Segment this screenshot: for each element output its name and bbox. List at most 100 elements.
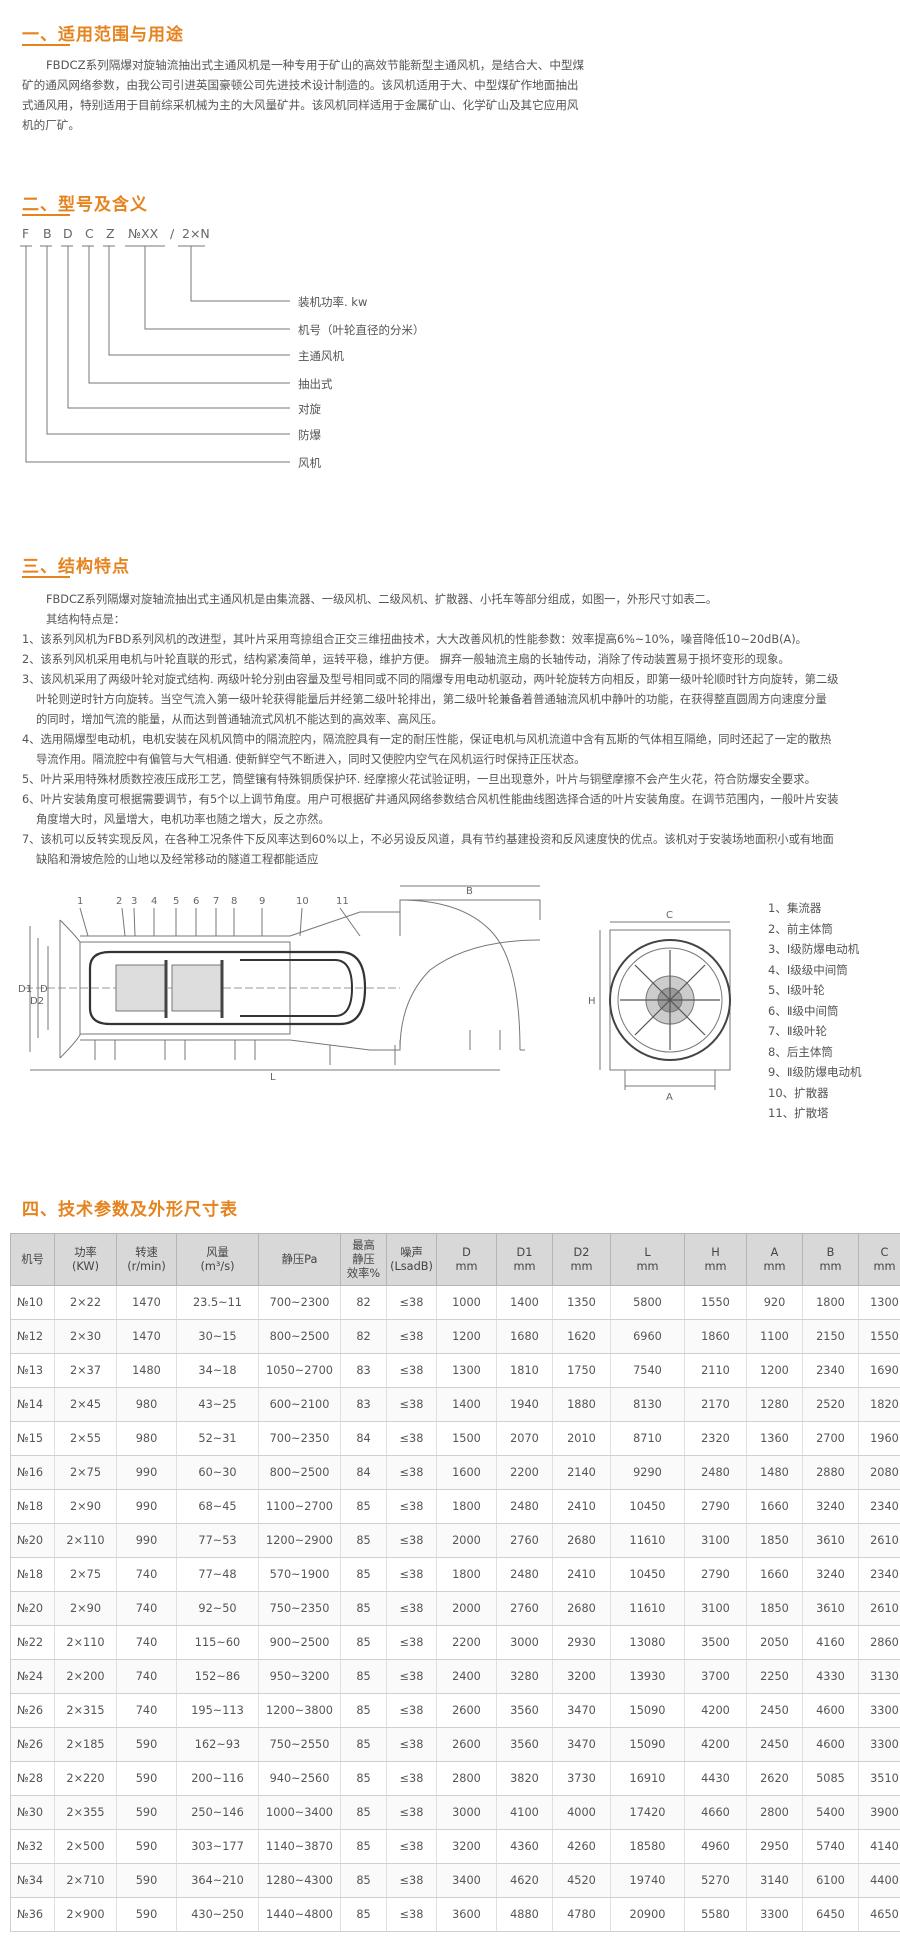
table-cell: 3300 <box>858 1693 900 1728</box>
feature-line: 6、叶片安装角度可根据需要调节，有5个以上调节角度。用户可根据矿井通风网络参数结… <box>22 793 839 806</box>
table-cell: 3000 <box>436 1795 497 1830</box>
table-cell: 4600 <box>802 1727 859 1762</box>
section1-paragraph: FBDCZ系列隔爆对旋轴流抽出式主通风机是一种专用于矿山的高效节能新型主通风机，… <box>22 55 884 135</box>
table-cell: 77~48 <box>176 1557 259 1592</box>
table-cell: 3470 <box>552 1727 611 1762</box>
table-cell: 2600 <box>436 1727 497 1762</box>
table-cell: 3400 <box>436 1863 497 1898</box>
table-cell: 2×110 <box>54 1625 117 1660</box>
table-cell: ≤38 <box>386 1625 437 1660</box>
section3-title: 三、结构特点 <box>22 557 130 577</box>
table-cell: 2620 <box>746 1761 803 1796</box>
table-cell: 740 <box>116 1625 177 1660</box>
table-cell: 1600 <box>436 1455 497 1490</box>
table-cell: 900~2500 <box>258 1625 341 1660</box>
model-label-explosion-proof: 防爆 <box>298 428 321 442</box>
table-cell: 60~30 <box>176 1455 259 1490</box>
diagram-number-label: 4 <box>151 896 157 907</box>
table-cell: 4100 <box>496 1795 553 1830</box>
table-cell: 85 <box>340 1693 387 1728</box>
diagram-number-label: 1 <box>77 896 83 907</box>
table-cell: 1550 <box>684 1285 747 1320</box>
table-cell: 2480 <box>496 1489 553 1524</box>
table-header-line: C <box>880 1245 889 1259</box>
table-cell: №32 <box>10 1829 55 1864</box>
table-cell: 10450 <box>610 1489 685 1524</box>
table-cell: 2410 <box>552 1557 611 1592</box>
dimension-label: A <box>666 1092 673 1103</box>
table-cell: 4960 <box>684 1829 747 1864</box>
table-cell: 1800 <box>436 1557 497 1592</box>
table-cell: 3300 <box>858 1727 900 1762</box>
table-cell: 990 <box>116 1489 177 1524</box>
table-cell: 430~250 <box>176 1897 259 1932</box>
model-code-bracket-lines <box>20 245 290 463</box>
table-cell: ≤38 <box>386 1387 437 1422</box>
model-code-char: C <box>85 226 94 241</box>
table-cell: №30 <box>10 1795 55 1830</box>
feature-line: 叶轮则逆时针方向旋转。当空气流入第一级叶轮获得能量后并经第二级叶轮排出，第二级叶… <box>36 693 827 706</box>
table-cell: №20 <box>10 1591 55 1626</box>
table-cell: 2250 <box>746 1659 803 1694</box>
feature-line: 1、该系列风机为FBD系列风机的改进型，其叶片采用弯掠组合正交三维扭曲技术，大大… <box>22 633 807 646</box>
table-cell: 4160 <box>802 1625 859 1660</box>
table-cell: №22 <box>10 1625 55 1660</box>
table-cell: 85 <box>340 1761 387 1796</box>
table-cell: 1200~2900 <box>258 1523 341 1558</box>
table-cell: 2×75 <box>54 1455 117 1490</box>
table-cell: 4620 <box>496 1863 553 1898</box>
feature-line: 角度增大时，风量增大，电机功率也随之增大，反之亦然。 <box>36 813 330 826</box>
model-label-fan: 风机 <box>298 456 321 470</box>
table-cell: 800~2500 <box>258 1319 341 1354</box>
table-cell: ≤38 <box>386 1557 437 1592</box>
table-cell: 152~86 <box>176 1659 259 1694</box>
legend-item: 8、后主体筒 <box>768 1044 833 1059</box>
table-header-line: (LsadB) <box>390 1259 433 1273</box>
table-header-line: L <box>644 1245 651 1259</box>
table-cell: 990 <box>116 1455 177 1490</box>
table-cell: 2×355 <box>54 1795 117 1830</box>
feature-line: 导流作用。隔流腔中有偏管与大气相通. 使新鲜空气不断进入，同时又使腔内空气在风机… <box>36 753 586 766</box>
table-header-line: 机号 <box>21 1252 44 1266</box>
table-cell: ≤38 <box>386 1591 437 1626</box>
table-cell: 1280 <box>746 1387 803 1422</box>
table-cell: 3140 <box>746 1863 803 1898</box>
table-cell: ≤38 <box>386 1863 437 1898</box>
table-cell: 3610 <box>802 1523 859 1558</box>
section2-title: 二、型号及含义 <box>22 195 148 215</box>
table-cell: 3240 <box>802 1489 859 1524</box>
table-cell: 1200~3800 <box>258 1693 341 1728</box>
table-header-line: D <box>462 1245 471 1259</box>
table-cell: 3300 <box>746 1897 803 1932</box>
table-cell: 34~18 <box>176 1353 259 1388</box>
table-cell: 10450 <box>610 1557 685 1592</box>
table-cell: 2340 <box>802 1353 859 1388</box>
table-cell: 85 <box>340 1523 387 1558</box>
diagram-number-label: 9 <box>259 896 265 907</box>
table-cell: 5740 <box>802 1829 859 1864</box>
dimension-label: L <box>270 1072 276 1083</box>
table-cell: ≤38 <box>386 1897 437 1932</box>
table-cell: 3100 <box>684 1523 747 1558</box>
table-cell: 4600 <box>802 1693 859 1728</box>
table-cell: 1860 <box>684 1319 747 1354</box>
table-cell: 2950 <box>746 1829 803 1864</box>
table-cell: 4330 <box>802 1659 859 1694</box>
table-cell: 3470 <box>552 1693 611 1728</box>
table-cell: 2×75 <box>54 1557 117 1592</box>
table-cell: 3000 <box>496 1625 553 1660</box>
table-cell: 2800 <box>746 1795 803 1830</box>
model-code-char: B <box>43 226 52 241</box>
table-header-line: H <box>711 1245 720 1259</box>
table-cell: 750~2350 <box>258 1591 341 1626</box>
table-cell: 43~25 <box>176 1387 259 1422</box>
table-cell: 1300 <box>858 1285 900 1320</box>
table-cell: 1500 <box>436 1421 497 1456</box>
table-cell: 2110 <box>684 1353 747 1388</box>
